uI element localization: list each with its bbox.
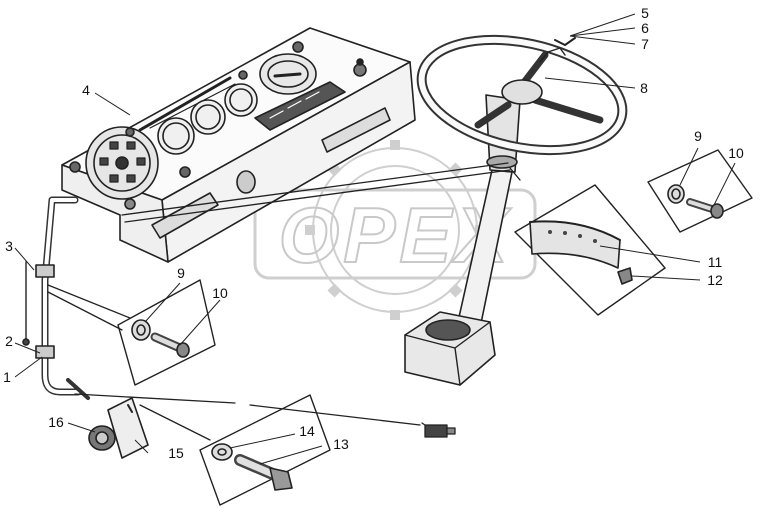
wiring-harness (47, 162, 521, 441)
callout-5: 5 (641, 5, 649, 21)
callout-numbers: 1 2 3 4 5 6 7 8 9 10 11 12 9 10 14 13 15… (3, 5, 744, 461)
callout-9: 9 (694, 128, 702, 144)
callout-10: 10 (728, 145, 744, 161)
callout-4: 4 (82, 82, 90, 98)
callout-3: 3 (5, 238, 13, 254)
callout-12: 12 (707, 272, 723, 288)
inset-fasteners-left (117, 279, 216, 386)
callout-11: 11 (708, 254, 723, 270)
inset-bolt (199, 394, 331, 506)
callout-9: 9 (177, 265, 185, 281)
sender-bracket (88, 397, 149, 459)
callout-8: 8 (640, 80, 648, 96)
leader-lines (14, 13, 736, 465)
callout-2: 2 (5, 333, 13, 349)
callout-13: 13 (333, 436, 349, 452)
callout-10: 10 (212, 285, 228, 301)
callout-14: 14 (299, 423, 315, 439)
support-bracket (22, 196, 90, 400)
callout-1: 1 (3, 369, 11, 385)
steering-wheel (416, 34, 628, 156)
callout-15: 15 (168, 445, 184, 461)
callout-16: 16 (48, 414, 64, 430)
inset-fasteners-right (647, 149, 753, 233)
instrument-panel (61, 27, 416, 263)
steering-column (404, 94, 521, 386)
callout-6: 6 (641, 20, 649, 36)
callout-7: 7 (641, 36, 649, 52)
inset-clamp (514, 184, 666, 316)
